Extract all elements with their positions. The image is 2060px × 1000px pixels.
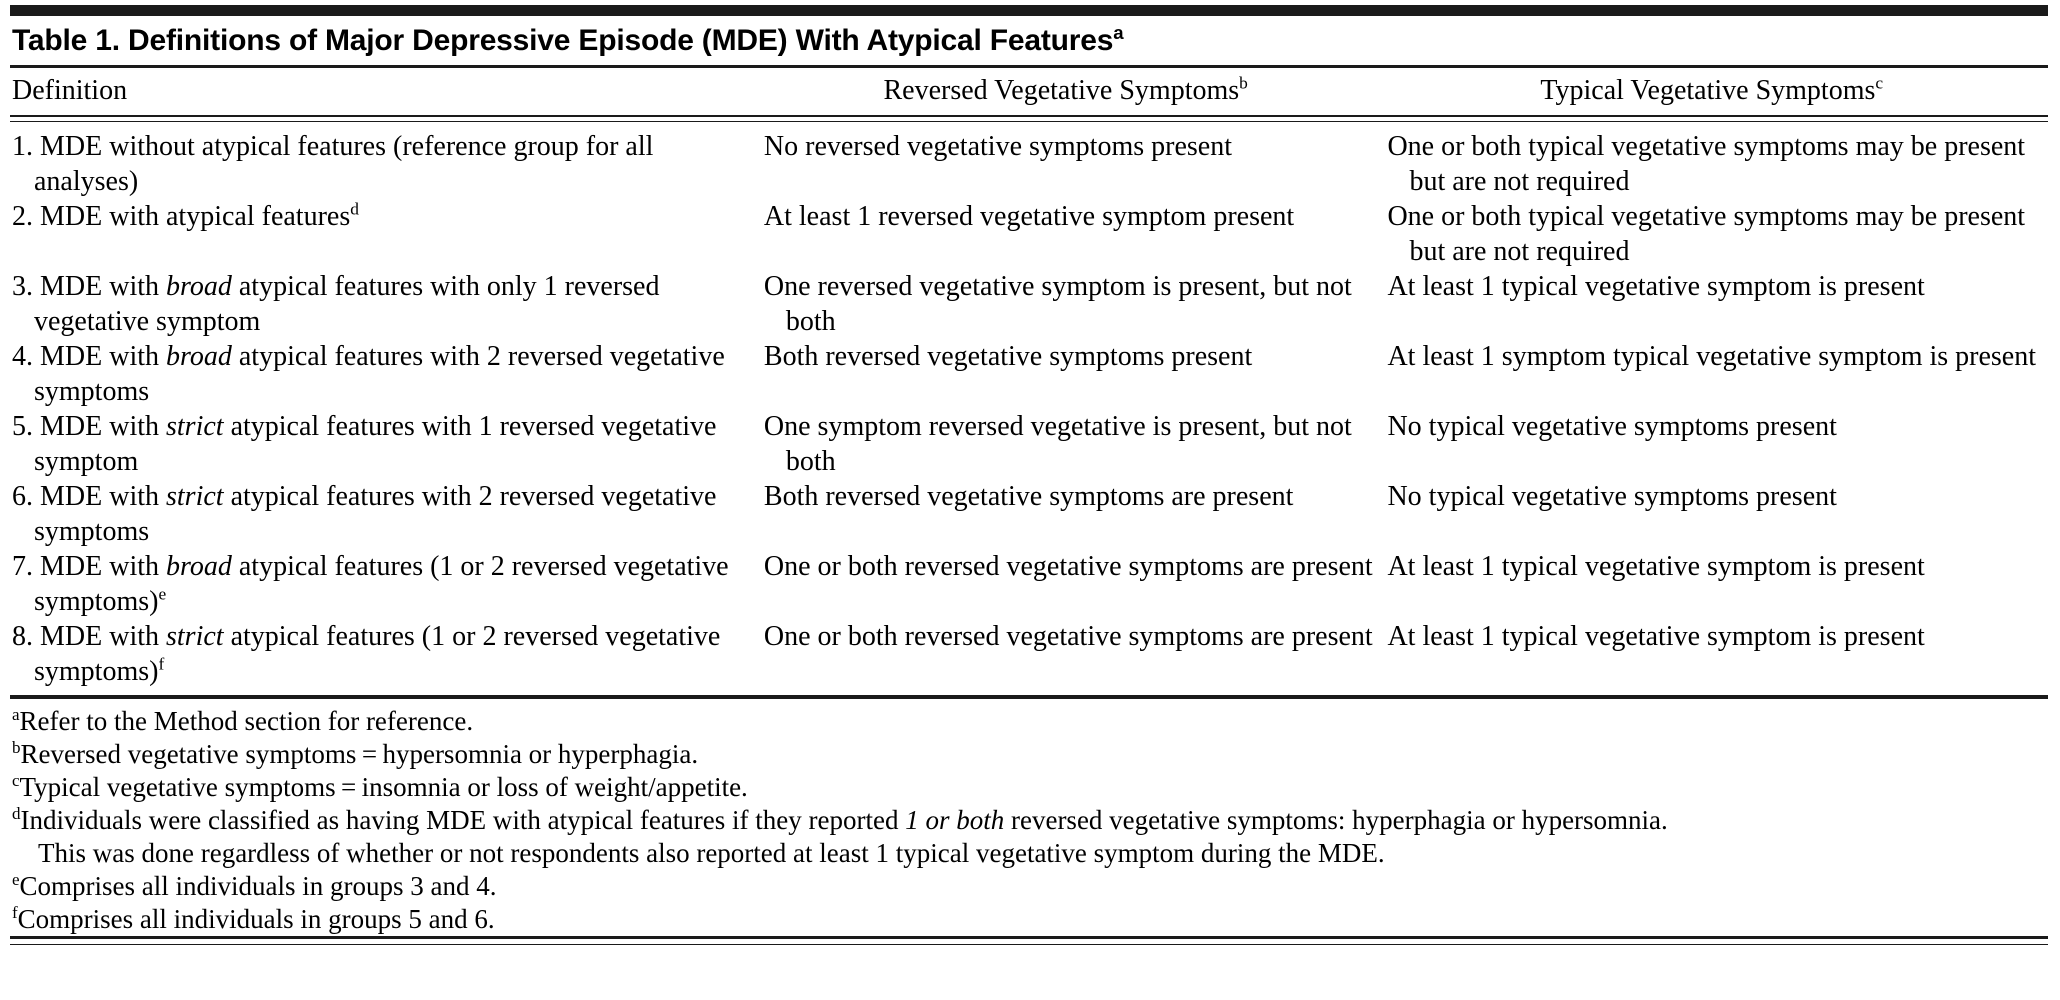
column-header-typical-superscript: c <box>1875 73 1884 93</box>
table-row: 6. MDE with strict atypical features wit… <box>10 479 2048 549</box>
row-definition-post: atypical features with 2 reversed vegeta… <box>34 481 717 547</box>
column-header-reversed-superscript: b <box>1239 73 1248 93</box>
row-definition-pre: 6. MDE with <box>12 481 166 512</box>
column-header-definition: Definition <box>10 68 756 115</box>
footnote-marker: b <box>12 738 21 757</box>
row-definition: 6. MDE with strict atypical features wit… <box>10 479 756 549</box>
row-definition-pre: 5. MDE with <box>12 411 166 442</box>
row-typical-symptoms: At least 1 typical vegetative symptom is… <box>1387 551 1925 582</box>
row-definition-post: atypical features with only 1 reversed v… <box>34 271 660 337</box>
row-reversed-symptoms: No reversed vegetative symptoms present <box>763 131 1232 162</box>
footnote-f: fComprises all individuals in groups 5 a… <box>12 903 2048 936</box>
table-row: 7. MDE with broad atypical features (1 o… <box>10 549 2048 619</box>
footnote-text: Typical vegetative symptoms = insomnia o… <box>19 772 748 802</box>
table-row: 2. MDE with atypical featuresd At least … <box>10 199 2048 269</box>
column-header-definition-label: Definition <box>12 75 128 106</box>
top-rule <box>10 5 2048 16</box>
footnote-text: Reversed vegetative symptoms = hypersomn… <box>20 739 699 769</box>
row-definition-post: atypical features (1 or 2 reversed veget… <box>34 621 721 687</box>
column-header-typical: Typical Vegetative Symptomsc <box>1375 68 2048 115</box>
row-reversed-symptoms: Both reversed vegetative symptoms presen… <box>763 341 1253 372</box>
row-definition-pre: 3. MDE with <box>12 271 166 302</box>
row-definition-pre: 1. MDE without atypical features (refere… <box>12 131 654 197</box>
table-title-text: Table 1. Definitions of Major Depressive… <box>12 24 1114 57</box>
footnote-marker: e <box>12 870 20 889</box>
bottom-rule <box>10 936 2048 945</box>
footnote-text: Individuals were classified as having MD… <box>20 805 906 835</box>
body-end-rule <box>10 695 2048 699</box>
row-definition-emphasis: broad <box>166 551 232 582</box>
footnote-marker: a <box>12 705 20 724</box>
row-definition: 5. MDE with strict atypical features wit… <box>10 409 756 479</box>
row-reversed-symptoms: Both reversed vegetative symptoms are pr… <box>763 481 1294 512</box>
table-row: 5. MDE with strict atypical features wit… <box>10 409 2048 479</box>
definitions-table-body: 1. MDE without atypical features (refere… <box>10 122 2048 695</box>
row-definition-emphasis: strict <box>166 411 224 442</box>
row-reversed-symptoms: One or both reversed vegetative symptoms… <box>763 621 1373 652</box>
row-typical-symptoms: At least 1 typical vegetative symptom is… <box>1387 271 1925 302</box>
row-definition-emphasis: strict <box>166 621 224 652</box>
footnote-text: Comprises all individuals in groups 5 an… <box>17 904 495 934</box>
row-definition-superscript: e <box>158 584 167 604</box>
footnote-marker: d <box>12 804 21 823</box>
row-definition: 2. MDE with atypical featuresd <box>10 199 756 269</box>
row-definition: 1. MDE without atypical features (refere… <box>10 122 756 199</box>
row-definition: 3. MDE with broad atypical features with… <box>10 269 756 339</box>
table-header-row: Definition Reversed Vegetative Symptomsb… <box>10 68 2048 115</box>
row-typical-symptoms: One or both typical vegetative symptoms … <box>1387 131 2026 197</box>
header-rule <box>10 115 2048 122</box>
footnote-marker: f <box>12 903 18 922</box>
footnote-d: dIndividuals were classified as having M… <box>12 804 2048 870</box>
definitions-table: Definition Reversed Vegetative Symptomsb… <box>10 68 2048 115</box>
footnote-emphasis: 1 or both <box>905 805 1005 835</box>
footnotes: aRefer to the Method section for referen… <box>10 699 2048 936</box>
footnote-continuation: This was done regardless of whether or n… <box>38 838 1385 868</box>
row-typical-symptoms: No typical vegetative symptoms present <box>1387 411 1837 442</box>
table-body: 1. MDE without atypical features (refere… <box>10 122 2048 695</box>
row-definition: 7. MDE with broad atypical features (1 o… <box>10 549 756 619</box>
row-definition-pre: 4. MDE with <box>12 341 166 372</box>
row-definition-post: atypical features (1 or 2 reversed veget… <box>34 551 729 617</box>
table-row: 1. MDE without atypical features (refere… <box>10 122 2048 199</box>
row-definition: 8. MDE with strict atypical features (1 … <box>10 619 756 695</box>
table-title-superscript: a <box>1113 22 1124 43</box>
footnote-a: aRefer to the Method section for referen… <box>12 705 2048 738</box>
row-typical-symptoms: At least 1 symptom typical vegetative sy… <box>1387 341 2037 372</box>
row-typical-symptoms: One or both typical vegetative symptoms … <box>1387 201 2026 267</box>
row-definition-superscript: f <box>158 654 165 674</box>
footnote-text-post: reversed vegetative symptoms: hyperphagi… <box>1004 805 1668 835</box>
footnote-c: cTypical vegetative symptoms = insomnia … <box>12 771 2048 804</box>
row-definition-superscript: d <box>350 199 359 219</box>
footnote-b: bReversed vegetative symptoms = hypersom… <box>12 738 2048 771</box>
row-definition-emphasis: strict <box>166 481 224 512</box>
column-header-typical-label: Typical Vegetative Symptoms <box>1540 75 1876 106</box>
row-definition-pre: 8. MDE with <box>12 621 166 652</box>
row-typical-symptoms: At least 1 typical vegetative symptom is… <box>1387 621 1925 652</box>
table-container: Table 1. Definitions of Major Depressive… <box>0 5 2060 1000</box>
table-row: 8. MDE with strict atypical features (1 … <box>10 619 2048 695</box>
table-header: Definition Reversed Vegetative Symptomsb… <box>10 68 2048 115</box>
row-definition-emphasis: broad <box>166 341 232 372</box>
row-definition-post: atypical features with 1 reversed vegeta… <box>34 411 717 477</box>
column-header-reversed: Reversed Vegetative Symptomsb <box>756 68 1376 115</box>
row-definition-pre: 2. MDE with atypical features <box>12 201 351 232</box>
row-typical-symptoms: No typical vegetative symptoms present <box>1387 481 1837 512</box>
table-title: Table 1. Definitions of Major Depressive… <box>10 16 2048 65</box>
row-definition-post: atypical features with 2 reversed vegeta… <box>34 341 725 407</box>
row-reversed-symptoms: At least 1 reversed vegetative symptom p… <box>763 201 1295 232</box>
footnote-text: Comprises all individuals in groups 3 an… <box>19 871 497 901</box>
footnote-e: eComprises all individuals in groups 3 a… <box>12 870 2048 903</box>
table-row: 3. MDE with broad atypical features with… <box>10 269 2048 339</box>
row-reversed-symptoms: One symptom reversed vegetative is prese… <box>763 411 1352 477</box>
row-reversed-symptoms: One or both reversed vegetative symptoms… <box>763 551 1373 582</box>
table-row: 4. MDE with broad atypical features with… <box>10 339 2048 409</box>
footnote-text: Refer to the Method section for referenc… <box>19 706 474 736</box>
footnote-marker: c <box>12 771 20 790</box>
title-rule <box>10 65 2048 68</box>
row-definition: 4. MDE with broad atypical features with… <box>10 339 756 409</box>
row-reversed-symptoms: One reversed vegetative symptom is prese… <box>763 271 1352 337</box>
row-definition-pre: 7. MDE with <box>12 551 166 582</box>
row-definition-emphasis: broad <box>166 271 232 302</box>
column-header-reversed-label: Reversed Vegetative Symptoms <box>883 75 1240 106</box>
